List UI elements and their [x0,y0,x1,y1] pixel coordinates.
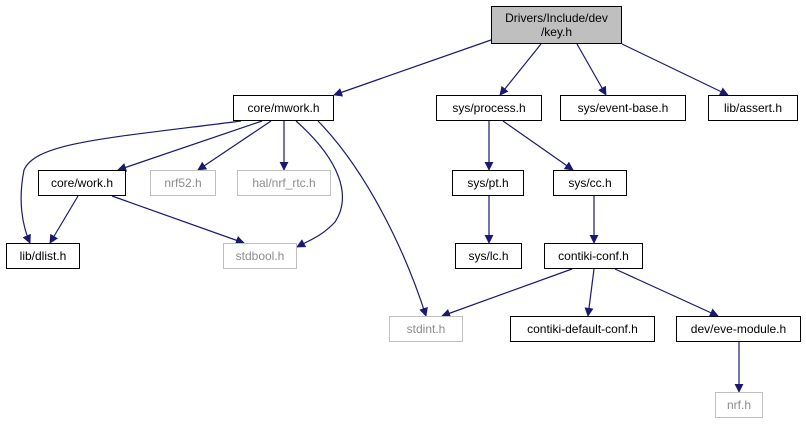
node-nrf52-h[interactable]: nrf52.h [150,170,216,196]
edge-core-work-to-stdbool [111,195,245,245]
node-title-line1: Drivers/Include/dev [505,11,608,25]
edge-core-work-to-lib-dlist [49,195,79,244]
node-stdbool-h[interactable]: stdbool.h [223,243,297,269]
node-sys-event-base-h[interactable]: sys/event-base.h [560,95,686,121]
edge-contiki-conf-to-contiki-default-conf [584,268,595,317]
node-core-work-h[interactable]: core/work.h [38,170,126,196]
node-contiki-conf-h[interactable]: contiki-conf.h [544,243,643,269]
edge-core-mwork-to-stdbool [295,120,343,248]
node-stdint-h[interactable]: stdint.h [389,316,463,342]
node-contiki-default-conf-h[interactable]: contiki-default-conf.h [510,316,655,342]
edge-key-to-lib-assert [621,43,729,96]
edge-contiki-conf-to-stdint [441,268,573,318]
node-sys-lc-h[interactable]: sys/lc.h [455,243,522,269]
node-lib-assert-h[interactable]: lib/assert.h [708,95,798,121]
edge-core-mwork-to-core-work [117,120,263,172]
node-nrf-h[interactable]: nrf.h [715,392,763,418]
edge-contiki-conf-to-dev-eve-module [614,268,719,317]
node-lib-dlist-h[interactable]: lib/dlist.h [6,243,80,269]
node-hal-nrf-rtc-h[interactable]: hal/nrf_rtc.h [237,170,331,196]
node-sys-cc-h[interactable]: sys/cc.h [553,170,627,196]
edge-sys-process-to-sys-cc [502,120,574,171]
edge-core-mwork-to-lib-dlist [20,120,242,244]
node-core-mwork-h[interactable]: core/mwork.h [233,95,334,121]
node-title-line2: /key.h [540,25,573,39]
node-dev-eve-module-h[interactable]: dev/eve-module.h [676,316,801,342]
edge-core-mwork-to-nrf52 [197,120,272,171]
node-sys-process-h[interactable]: sys/process.h [436,95,542,121]
edge-key-to-sys-event-base [576,43,607,96]
edge-core-mwork-to-stdint [317,120,428,317]
edge-key-to-core-mwork [333,39,492,97]
node-dev-key-h[interactable]: Drivers/Include/dev /key.h [491,6,622,44]
node-sys-pt-h[interactable]: sys/pt.h [452,170,524,196]
edge-key-to-sys-process [499,43,542,96]
